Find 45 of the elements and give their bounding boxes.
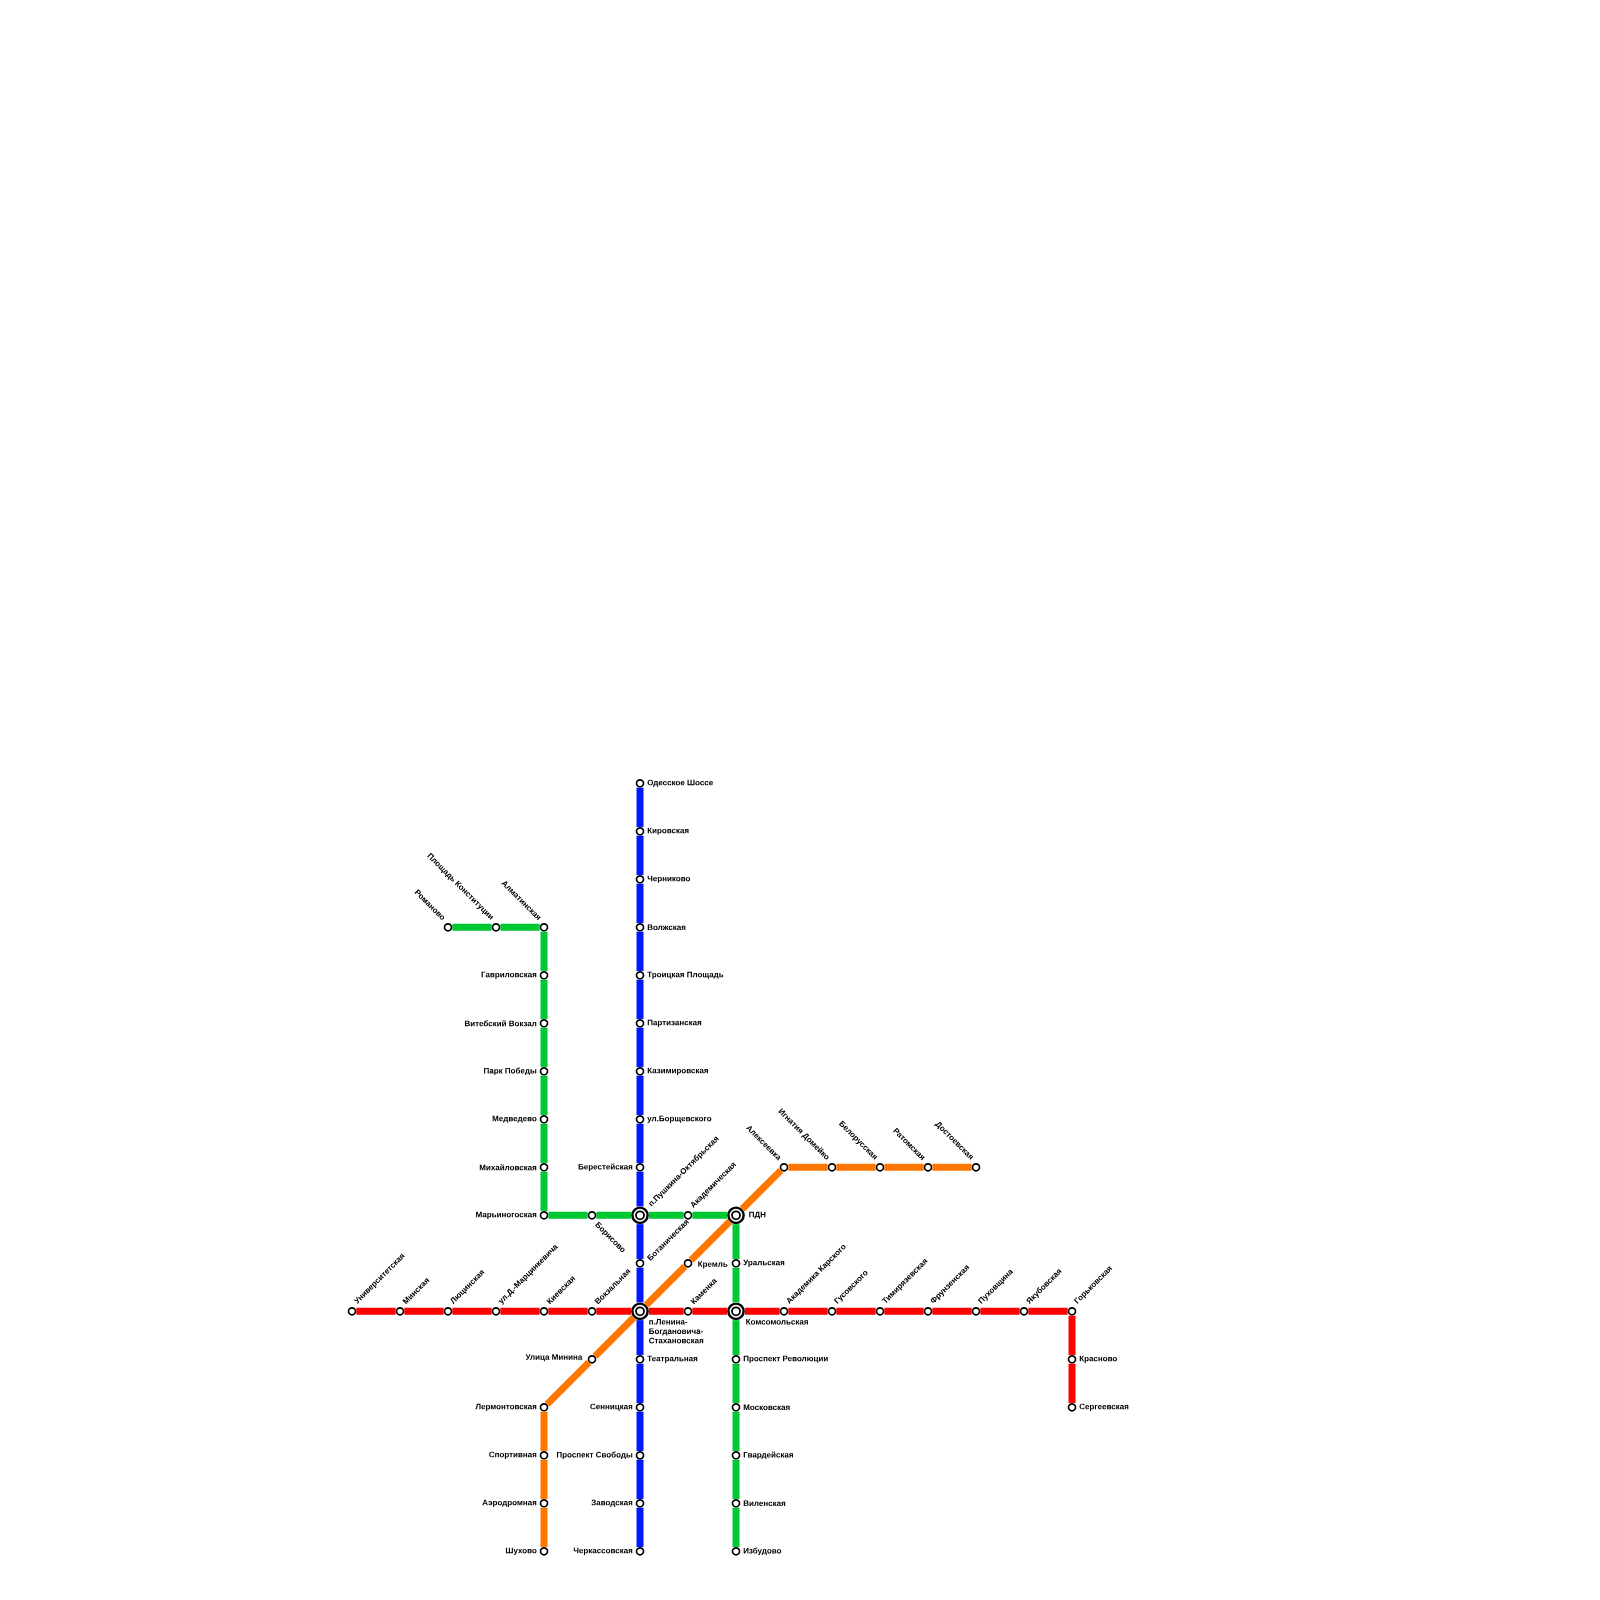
station-label: Проспект Революции	[743, 1355, 828, 1363]
station-label: Марьиногоская	[476, 1211, 537, 1219]
station-label: Витебский Вокзал	[464, 1020, 537, 1027]
station-label: Кировская	[647, 827, 689, 835]
station-label: Лермонтовская	[475, 1403, 537, 1411]
station-label: Троицкая Площадь	[647, 971, 724, 979]
line-segment	[592, 1315, 637, 1359]
station-label: Сергеевская	[1079, 1403, 1129, 1411]
station-label: Уральская	[743, 1259, 785, 1267]
station-label: Одесское Шоссе	[647, 779, 713, 787]
station-label: Проспект Свободы	[556, 1451, 633, 1460]
station-label: п.Ленина-Богдановича-Стахановская	[649, 1319, 704, 1344]
station-label: Гавриловская	[481, 971, 537, 979]
station-label: Театральная	[647, 1355, 698, 1363]
station-label: Сенницкая	[590, 1403, 633, 1411]
station-label: ПДН	[749, 1211, 766, 1219]
station-label: Гвардейская	[743, 1451, 793, 1460]
station-label: Черкассовская	[573, 1547, 633, 1555]
station-label: ул.Борщевского	[647, 1115, 712, 1123]
station-label: Московская	[743, 1404, 790, 1411]
station-label: Улица Минина	[525, 1354, 583, 1362]
station-label: Красново	[1079, 1355, 1117, 1363]
line-segment	[636, 1171, 644, 1207]
line-segment	[636, 1267, 644, 1303]
station-label: Кремль	[698, 1261, 728, 1269]
station-label: Шухово	[505, 1547, 537, 1555]
line-segment	[544, 1359, 592, 1407]
station-label: Казимировская	[647, 1067, 708, 1075]
line-segment	[643, 1263, 688, 1308]
line-segment	[688, 1219, 733, 1263]
station-label: Аэродромная	[482, 1499, 537, 1507]
station-label: Партизанская	[647, 1019, 702, 1027]
station-label: Черниково	[647, 875, 691, 883]
station-label: Волжская	[647, 924, 686, 931]
station-label: Берестейская	[578, 1163, 633, 1172]
station-label: Михайловская	[479, 1164, 537, 1171]
station-label: Заводская	[591, 1499, 633, 1507]
line-segment	[732, 1267, 740, 1303]
station-label: Избудово	[743, 1547, 782, 1556]
station-label: Виленская	[743, 1500, 786, 1507]
station-label: Парк Победы	[484, 1067, 537, 1076]
station-label: Медведево	[492, 1115, 537, 1123]
station-label: Спортивная	[489, 1451, 537, 1459]
station-label: Комсомольская	[746, 1319, 808, 1325]
line-segment	[739, 1167, 784, 1212]
